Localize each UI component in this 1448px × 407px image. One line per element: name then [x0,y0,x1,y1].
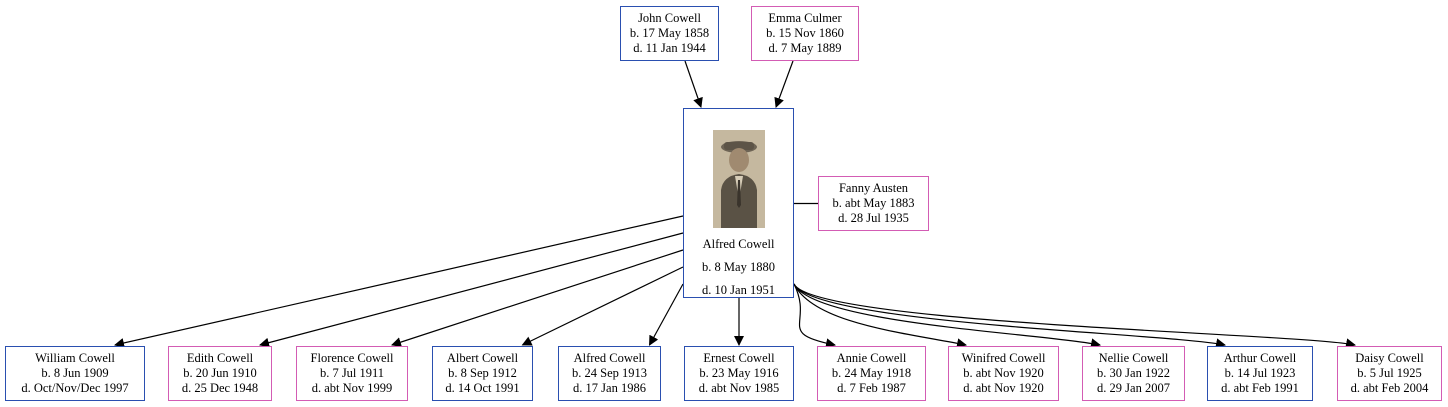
person-name: Ernest Cowell [703,351,775,365]
birth-date: b. 20 Jun 1910 [183,366,257,380]
birth-date: b. 14 Jul 1923 [1224,366,1296,380]
portrait-photo-icon [712,130,765,228]
child-box[interactable]: Arthur Cowell b. 14 Jul 1923 d. abt Feb … [1207,346,1313,401]
death-date: d. 17 Jan 1986 [573,381,646,395]
person-box-mother[interactable]: Emma Culmer b. 15 Nov 1860 d. 7 May 1889 [751,6,859,61]
person-name: Albert Cowell [446,351,519,365]
person-name: Winifred Cowell [961,351,1046,365]
death-date: d. 14 Oct 1991 [445,381,520,395]
child-box[interactable]: Annie Cowell b. 24 May 1918 d. 7 Feb 198… [817,346,926,401]
death-date: d. 7 Feb 1987 [837,381,906,395]
person-name: Arthur Cowell [1223,351,1297,365]
child-edge [648,283,684,346]
death-date: d. Oct/Nov/Dec 1997 [21,381,129,395]
child-box[interactable]: Alfred Cowell b. 24 Sep 1913 d. 17 Jan 1… [558,346,661,401]
parent-edge-father [684,60,703,108]
birth-date: b. abt May 1883 [832,196,915,210]
person-name: Fanny Austen [838,181,909,195]
person-name: Edith Cowell [186,351,254,365]
child-edge [793,283,836,349]
child-box[interactable]: Edith Cowell b. 20 Jun 1910 d. 25 Dec 19… [168,346,272,401]
child-box[interactable]: Nellie Cowell b. 30 Jan 1922 d. 29 Jan 2… [1082,346,1185,401]
child-edge [793,283,1226,349]
child-box[interactable]: Florence Cowell b. 7 Jul 1911 d. abt Nov… [296,346,408,401]
child-box[interactable]: Winifred Cowell b. abt Nov 1920 d. abt N… [948,346,1059,401]
person-name: Daisy Cowell [1355,351,1424,365]
person-name: Annie Cowell [836,351,907,365]
child-edge [114,215,684,348]
birth-date: b. 8 Jun 1909 [41,366,109,380]
child-edge [259,232,684,348]
person-name: Alfred Cowell [702,237,775,251]
death-date: d. abt Nov 1999 [311,381,393,395]
death-date: d. 28 Jul 1935 [838,211,909,225]
birth-date: b. 23 May 1916 [699,366,779,380]
child-box[interactable]: William Cowell b. 8 Jun 1909 d. Oct/Nov/… [5,346,145,401]
birth-date: b. 5 Jul 1925 [1357,366,1422,380]
child-edge [793,283,967,349]
parent-edge-mother [774,60,794,108]
person-name: Florence Cowell [310,351,394,365]
death-date: d. 11 Jan 1944 [633,41,706,55]
child-edge [793,283,1356,349]
death-date: d. 7 May 1889 [768,41,842,55]
birth-date: b. 8 Sep 1912 [448,366,517,380]
person-name: Emma Culmer [768,11,842,25]
birth-date: b. 24 Sep 1913 [572,366,647,380]
child-box[interactable]: Ernest Cowell b. 23 May 1916 d. abt Nov … [684,346,794,401]
child-box[interactable]: Albert Cowell b. 8 Sep 1912 d. 14 Oct 19… [432,346,533,401]
death-date: d. abt Nov 1920 [963,381,1044,395]
death-date: d. 10 Jan 1951 [702,283,775,297]
person-name: John Cowell [638,11,701,25]
death-date: d. 25 Dec 1948 [181,381,259,395]
person-box-spouse[interactable]: Fanny Austen b. abt May 1883 d. 28 Jul 1… [818,176,929,231]
child-box[interactable]: Daisy Cowell b. 5 Jul 1925 d. abt Feb 20… [1337,346,1442,401]
child-edge [793,283,1101,349]
person-box-subject[interactable]: Alfred Cowell b. 8 May 1880 d. 10 Jan 19… [683,108,794,298]
birth-date: b. 8 May 1880 [702,260,775,274]
birth-date: b. 24 May 1918 [831,366,912,380]
death-date: d. 29 Jan 2007 [1097,381,1170,395]
child-edge [521,266,684,346]
death-date: d. abt Feb 2004 [1350,381,1429,395]
birth-date: b. abt Nov 1920 [963,366,1044,380]
birth-date: b. 17 May 1858 [629,26,710,40]
death-date: d. abt Feb 1991 [1221,381,1299,395]
person-name: Alfred Cowell [573,351,646,365]
child-edge [391,249,684,347]
birth-date: b. 30 Jan 1922 [1097,366,1170,380]
person-box-father[interactable]: John Cowell b. 17 May 1858 d. 11 Jan 194… [620,6,719,61]
birth-date: b. 15 Nov 1860 [766,26,844,40]
person-name: Nellie Cowell [1098,351,1169,365]
death-date: d. abt Nov 1985 [698,381,780,395]
birth-date: b. 7 Jul 1911 [319,366,385,380]
person-name: William Cowell [35,351,115,365]
